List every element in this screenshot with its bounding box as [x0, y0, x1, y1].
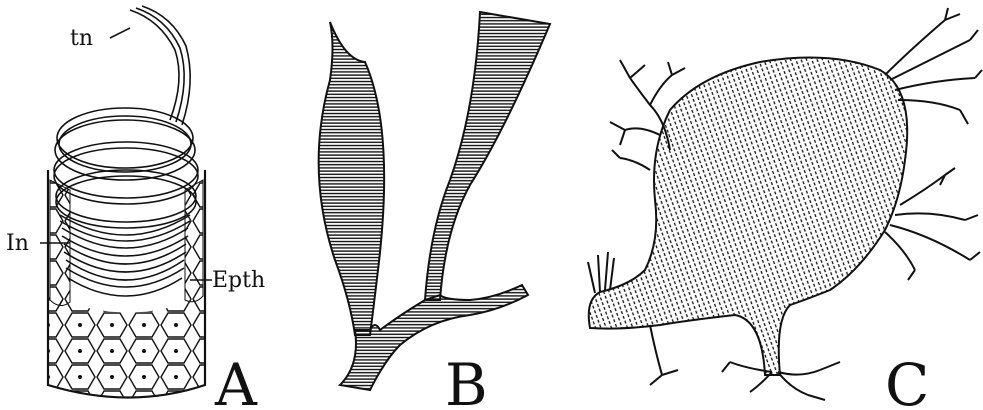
panel-a: tn In Epth A [6, 6, 265, 410]
panel-b: B [319, 12, 550, 410]
epithelium-cylinder [40, 170, 215, 410]
panel-letter-b: B [445, 351, 488, 410]
label-tn: tn [70, 26, 93, 51]
nerve-cell-body [589, 58, 907, 376]
spindle-fiber-left [319, 22, 385, 335]
spindle-fiber-right [425, 12, 550, 300]
label-in: In [6, 231, 29, 256]
label-epth: Epth [212, 268, 265, 293]
panel-letter-c: C [885, 351, 929, 410]
panel-letter-a: A [214, 351, 258, 410]
tn-leader [110, 28, 130, 38]
panel-c: C [588, 8, 982, 410]
